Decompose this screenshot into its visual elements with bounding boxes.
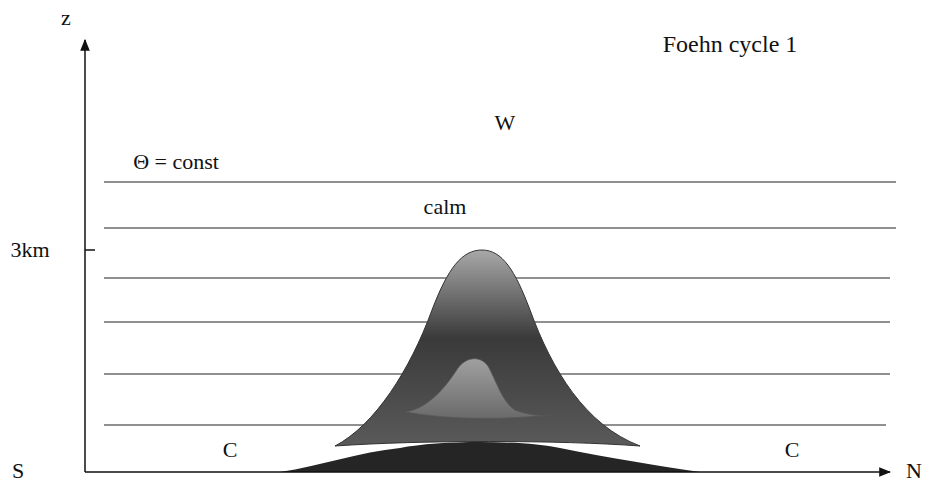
region-label: C	[785, 439, 800, 461]
calm-label: calm	[424, 196, 467, 218]
isentrope-label: Θ = const	[133, 151, 219, 173]
wind-label: W	[495, 112, 516, 134]
axis-label: z	[61, 7, 71, 29]
mountain-base	[280, 442, 700, 472]
axis-label: N	[906, 460, 922, 482]
axes	[85, 40, 890, 472]
mountain-inner	[405, 359, 552, 419]
mountain-outer	[335, 250, 640, 446]
axis-label: S	[12, 460, 24, 482]
region-label: C	[223, 439, 238, 461]
height-label: 3km	[10, 239, 49, 261]
diagram-title: Foehn cycle 1	[663, 32, 798, 56]
